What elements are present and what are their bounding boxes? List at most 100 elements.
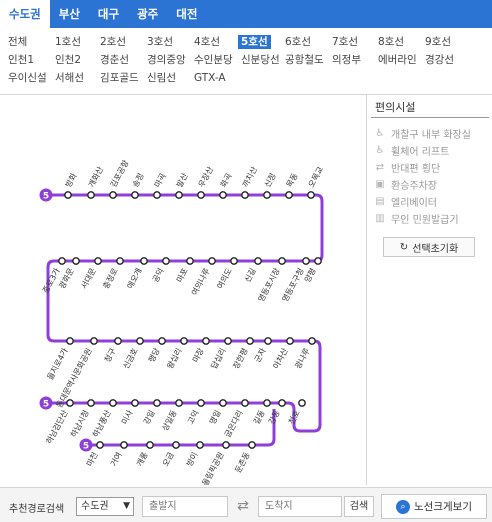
station-label: 행당 bbox=[146, 346, 162, 364]
station-dot bbox=[72, 257, 80, 265]
station-dot bbox=[153, 399, 161, 407]
line-option[interactable]: GTX-A bbox=[194, 72, 226, 84]
facility-wheelchair-lift[interactable]: ♿휠체어 리프트 bbox=[375, 143, 450, 158]
station-label: 우장산 bbox=[196, 164, 215, 189]
facility-label: 엘리베이터 bbox=[391, 198, 437, 209]
line-option[interactable]: 1호선 bbox=[55, 36, 82, 48]
station-label: 발산 bbox=[174, 171, 190, 189]
station-dot bbox=[140, 257, 148, 265]
facility-toilet[interactable]: ♿개찰구 내부 화장실 bbox=[375, 126, 471, 141]
station-dot bbox=[162, 257, 170, 265]
line-option[interactable]: 5호선 bbox=[238, 35, 271, 49]
station-dot bbox=[224, 337, 232, 345]
facility-cross-over[interactable]: ⇄반대편 횡단 bbox=[375, 160, 440, 175]
station-label: 마포 bbox=[175, 267, 190, 284]
station-label: 개롱 bbox=[134, 450, 150, 468]
station-label: 화곡 bbox=[219, 172, 234, 189]
view-large-map-label: 노선크게보기 bbox=[414, 501, 472, 513]
view-large-map-button[interactable]: ⌕노선크게보기 bbox=[381, 494, 487, 519]
station-dot bbox=[308, 337, 316, 345]
station-label: 왕십리 bbox=[165, 347, 183, 371]
region-tab[interactable]: 대구 bbox=[97, 7, 120, 21]
line-option[interactable]: 우이신설 bbox=[8, 72, 47, 84]
line-badge bbox=[39, 396, 53, 410]
line-option[interactable]: 인천2 bbox=[55, 54, 82, 66]
station-dot bbox=[136, 337, 144, 345]
line-badge-label: 5 bbox=[43, 400, 49, 410]
line-option[interactable]: 신림선 bbox=[147, 72, 176, 84]
line-option[interactable]: 9호선 bbox=[425, 36, 452, 48]
line-option[interactable]: 4호선 bbox=[194, 36, 221, 48]
station-label: 마천 bbox=[84, 450, 100, 468]
facility-kiosk[interactable]: ▥무인 민원발급기 bbox=[375, 211, 458, 226]
origin-input[interactable] bbox=[142, 496, 228, 517]
station-dot bbox=[120, 441, 128, 449]
facility-parking[interactable]: ▣환승주차장 bbox=[375, 177, 437, 192]
station-dot bbox=[64, 191, 72, 199]
station-label: 여의나루 bbox=[189, 266, 212, 297]
station-label: 아차산 bbox=[271, 346, 290, 371]
station-label: 길동 bbox=[252, 409, 267, 426]
line-option[interactable]: 경춘선 bbox=[100, 54, 129, 66]
line-option[interactable]: 인천1 bbox=[8, 54, 35, 66]
station-dot bbox=[202, 337, 210, 345]
region-select[interactable]: 수도권▼ bbox=[76, 497, 134, 516]
station-label: 까치산 bbox=[240, 164, 259, 189]
line-option[interactable]: 김포골드 bbox=[100, 72, 139, 84]
line-option[interactable]: 2호선 bbox=[100, 36, 127, 48]
station-label: 거여 bbox=[108, 450, 124, 468]
station-label: 장한평 bbox=[231, 346, 250, 370]
reset-selection-button[interactable]: ↻선택초기화 bbox=[383, 237, 475, 257]
line-option[interactable]: 8호선 bbox=[378, 36, 405, 48]
search-button[interactable]: 검색 bbox=[344, 496, 374, 517]
line-option[interactable]: 6호선 bbox=[285, 36, 312, 48]
region-tab[interactable]: 수도권 bbox=[0, 0, 50, 28]
line-option[interactable]: 3호선 bbox=[147, 36, 174, 48]
divider bbox=[371, 117, 489, 118]
line-option[interactable]: 서해선 bbox=[55, 72, 84, 84]
station-dot bbox=[94, 257, 102, 265]
line-option[interactable]: 공항철도 bbox=[285, 54, 324, 66]
line-option[interactable]: 의정부 bbox=[332, 54, 361, 66]
facility-elevator[interactable]: ▤ 엘리베이터 bbox=[375, 194, 437, 209]
line-option[interactable]: 수인분당 bbox=[194, 54, 233, 66]
line-option[interactable]: 경강선 bbox=[425, 54, 454, 66]
station-label: 강동 bbox=[266, 408, 282, 426]
swap-icon[interactable]: ⇄ bbox=[237, 498, 249, 514]
region-tab[interactable]: 대전 bbox=[176, 7, 198, 21]
line-option[interactable]: 경의중앙 bbox=[147, 54, 186, 66]
line-option[interactable]: 신분당선 bbox=[241, 54, 280, 66]
route-search-bar: 추천경로검색 수도권▼ ⇄ 검색 ⌕노선크게보기 bbox=[0, 488, 492, 522]
line-option[interactable]: 7호선 bbox=[332, 36, 359, 48]
line-badge bbox=[79, 438, 93, 452]
region-select-value: 수도권 bbox=[81, 501, 109, 512]
station-dot bbox=[222, 441, 230, 449]
station-label: 여의도 bbox=[215, 266, 234, 290]
station-dot bbox=[285, 191, 293, 199]
station-dot bbox=[286, 337, 294, 345]
line-option[interactable]: 전체 bbox=[8, 36, 28, 48]
station-dot bbox=[302, 257, 310, 265]
region-tab[interactable]: 광주 bbox=[137, 7, 159, 21]
station-label: 마곡 bbox=[153, 172, 168, 189]
station-dot bbox=[219, 191, 227, 199]
elevator-icon: ▤ bbox=[375, 195, 385, 207]
station-dot bbox=[66, 337, 74, 345]
facility-label: 반대편 횡단 bbox=[391, 164, 441, 175]
station-dot bbox=[307, 191, 315, 199]
station-dot bbox=[263, 399, 271, 407]
wheelchair-icon: ♿ bbox=[375, 144, 385, 156]
facility-label: 개찰구 내부 화장실 bbox=[391, 130, 471, 141]
line-badge-label: 5 bbox=[43, 192, 49, 202]
station-label: 영등포시장 bbox=[256, 266, 282, 304]
station-dot bbox=[186, 257, 194, 265]
station-dot bbox=[197, 191, 205, 199]
line-badge-label: 5 bbox=[83, 442, 89, 452]
station-label: 청구 bbox=[103, 347, 118, 364]
region-tab[interactable]: 부산 bbox=[58, 7, 80, 21]
line-option[interactable]: 에버라인 bbox=[378, 54, 417, 66]
station-dot bbox=[314, 257, 322, 265]
station-label: 강일 bbox=[141, 408, 157, 426]
destination-input[interactable] bbox=[258, 496, 342, 517]
station-dot bbox=[196, 441, 204, 449]
